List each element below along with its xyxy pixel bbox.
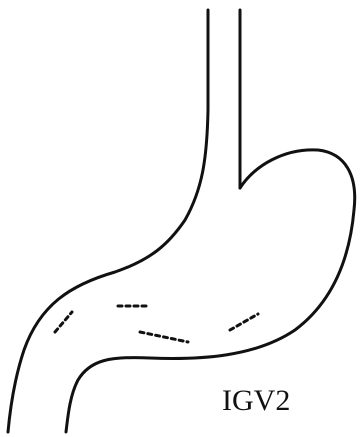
esophagus-left-wall [8, 10, 208, 432]
stomach-greater-curvature [66, 150, 355, 432]
varix-mark-3 [140, 332, 188, 342]
varix-mark-4 [230, 314, 258, 330]
varix-mark-1 [55, 312, 72, 332]
diagram-label: IGV2 [222, 384, 290, 417]
